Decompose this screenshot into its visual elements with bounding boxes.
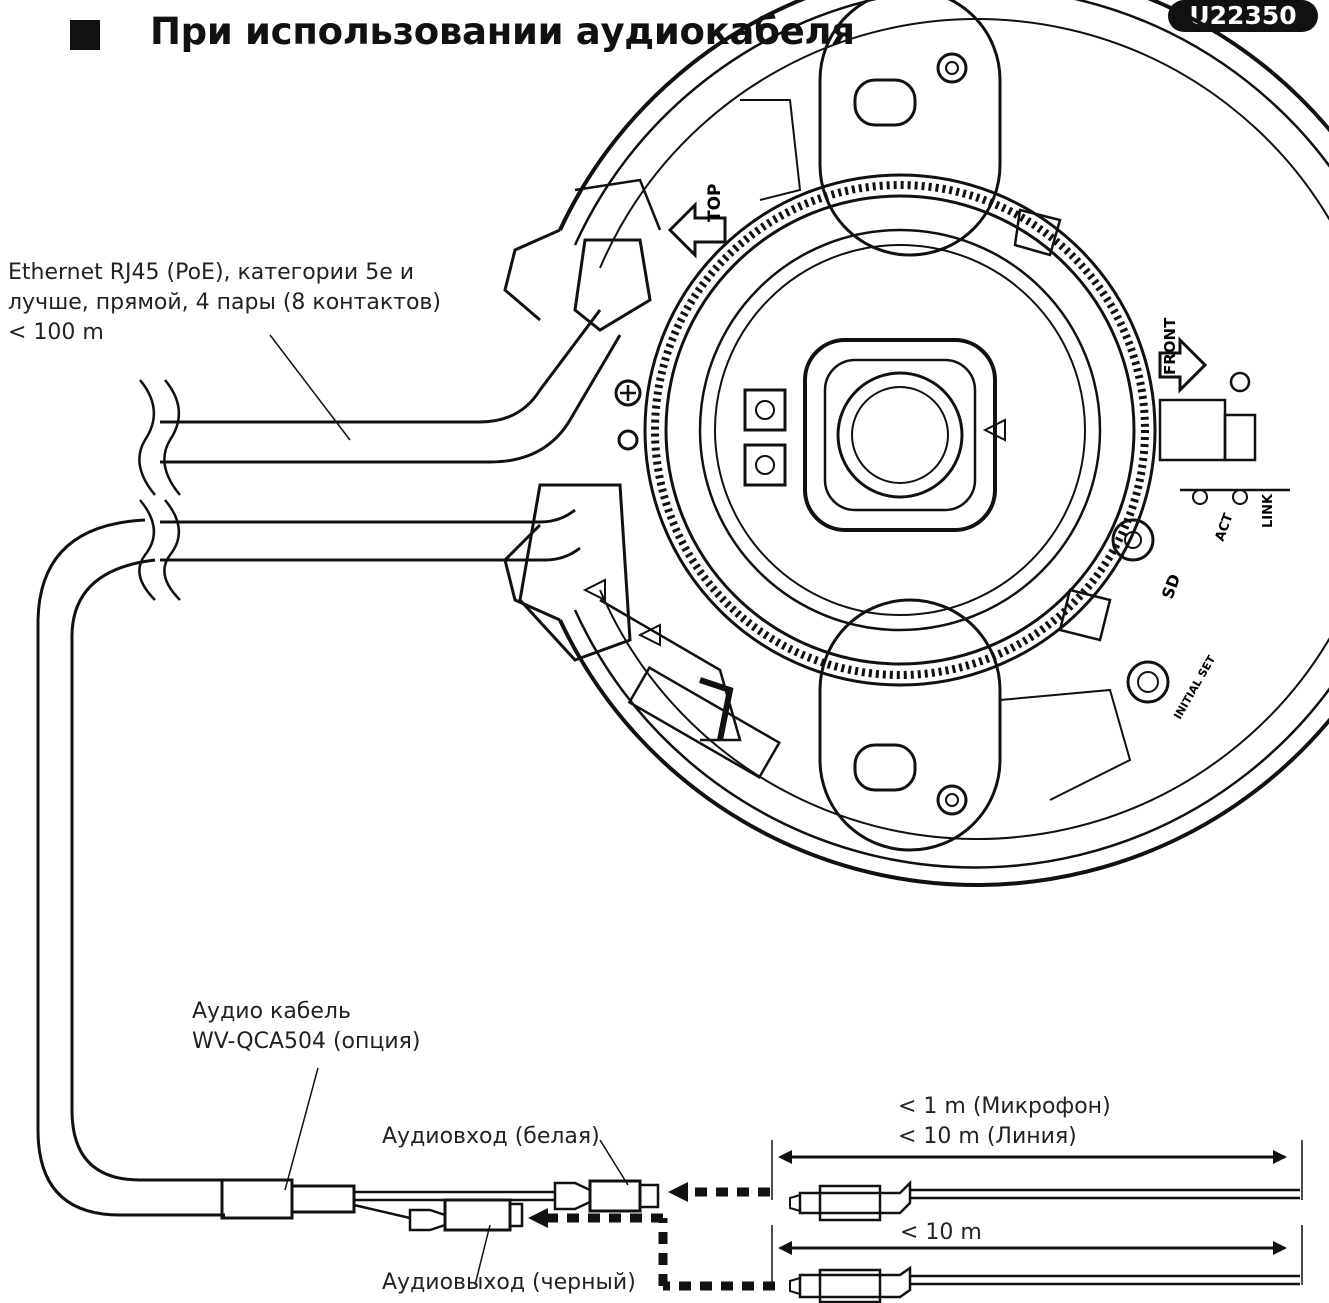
marking-top: TOP [705,183,725,222]
mic-distance-label: < 1 m (Микрофон) < 10 m (Линия) [898,1092,1111,1152]
ethernet-label-line2: лучше, прямой, 4 пары (8 контактов) [8,290,441,315]
marking-sd: SD [1158,572,1184,602]
arrow-top-icon [667,201,727,259]
arrow-front-icon [1158,336,1208,394]
audio-out-label: Аудиовыход (черный) [382,1270,636,1295]
marking-link: LINK [1261,493,1276,528]
camera-base [503,0,1329,887]
audio-cable-label-line1: Аудио кабель [192,999,351,1024]
dashed-arrow-icon [528,1182,775,1291]
cables [36,309,1300,1303]
square-bullet-icon [70,20,100,50]
audio-in-label: Аудиовход (белая) [382,1124,600,1149]
ethernet-label-line3: < 100 m [8,320,104,345]
audio-cable-label: Аудио кабель WV-QCA504 (опция) [192,997,421,1057]
out-distance-label: < 10 m [900,1220,982,1245]
audio-cable-label-line2: WV-QCA504 (опция) [192,1029,421,1054]
marking-act: ACT [1213,511,1237,543]
line-distance-text: < 10 m (Линия) [898,1124,1077,1149]
ethernet-label: Ethernet RJ45 (PoE), категории 5e и лучш… [8,258,441,348]
dimension-lines [771,1140,1303,1285]
ethernet-label-line1: Ethernet RJ45 (PoE), категории 5e и [8,260,415,285]
marking-front: FRONT [1161,317,1179,375]
mic-distance-text: < 1 m (Микрофон) [898,1094,1111,1119]
marking-initial-set: INITIAL SET [1171,653,1218,722]
